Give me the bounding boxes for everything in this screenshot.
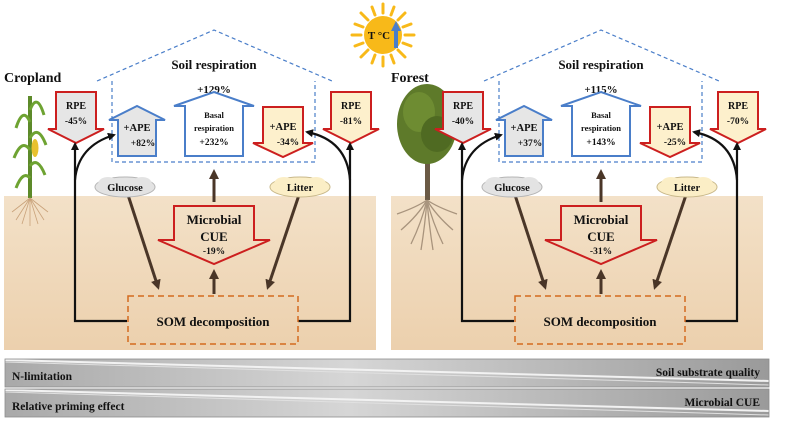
rpe-value: -40%	[452, 117, 474, 127]
ape-glucose-arrow: +APE +82%	[108, 104, 166, 157]
soil-respiration-title: Soil respiration	[171, 57, 257, 72]
ecosystem-label: Forest	[391, 71, 429, 86]
soil-background	[391, 196, 763, 350]
soil-respiration-title: Soil respiration	[558, 57, 644, 72]
panel-cropland: Cropland Soil respiration +129% RPE -45% RPE -…	[4, 29, 380, 350]
litter-to-som-arrow	[652, 194, 688, 290]
ape-value: +37%	[518, 139, 542, 149]
to-ape-litter-arrow	[305, 129, 352, 181]
ape-label: +APE	[124, 123, 151, 134]
to-ape-litter-arrow	[692, 129, 739, 181]
ape-value: +82%	[131, 139, 155, 149]
ape-value: -25%	[664, 138, 686, 148]
soil-respiration-boundary	[483, 29, 720, 163]
ecosystem-label: Cropland	[4, 71, 62, 86]
ape-label: +APE	[511, 123, 538, 134]
cue-label-line2: CUE	[587, 229, 614, 244]
rpe-label: RPE	[728, 101, 748, 112]
litter-to-som-arrow	[265, 194, 301, 290]
sun-temperature-icon: T °C	[350, 2, 416, 68]
cue-label-line2: CUE	[200, 229, 227, 244]
basal-respiration-arrow: Basal respiration +232%	[173, 90, 255, 157]
som-to-rpe-left-arrow	[458, 142, 514, 323]
ape-value: -34%	[277, 138, 299, 148]
rpe-left-arrow: RPE -40%	[434, 91, 492, 145]
soil-respiration-boundary	[96, 29, 333, 163]
glucose-label: Glucose	[107, 183, 143, 194]
rpe-label: RPE	[66, 101, 86, 112]
maize-plant-icon	[11, 96, 49, 226]
soil-background	[4, 196, 376, 350]
rpe-label: RPE	[341, 101, 361, 112]
cue-label-line1: Microbial	[187, 212, 242, 227]
ape-litter-arrow: +APE -25%	[639, 106, 701, 159]
glucose-cloud: Glucose	[481, 176, 543, 198]
feedback-arrows	[71, 129, 354, 323]
basal-respiration-arrow: Basal respiration +143%	[560, 90, 642, 157]
rpe-value: -81%	[340, 117, 362, 127]
litter-cloud: Litter	[269, 176, 331, 198]
som-label: SOM decomposition	[543, 314, 657, 329]
panel-forest: Forest Soil respiration +115% RPE -40% RPE -70…	[391, 29, 767, 350]
som-to-rpe-right-arrow	[298, 142, 354, 323]
rpe-right-arrow: RPE -81%	[322, 91, 380, 145]
ape-litter-arrow: +APE -34%	[252, 106, 314, 159]
priming-cue-bar: Relative priming effect Microbial CUE	[4, 388, 770, 418]
rpe-value: -70%	[727, 117, 749, 127]
cue-label-line1: Microbial	[574, 212, 629, 227]
som-to-rpe-left-arrow	[71, 142, 127, 323]
rpe-value: -45%	[65, 117, 87, 127]
carbon-flow-arrows	[126, 169, 301, 294]
basal-value: +232%	[199, 138, 228, 148]
basal-label-line2: respiration	[194, 123, 234, 133]
glucose-label: Glucose	[494, 183, 530, 194]
carbon-flow-arrows	[513, 169, 688, 294]
gradient-left-label: Relative priming effect	[12, 401, 125, 413]
som-label: SOM decomposition	[156, 314, 270, 329]
rpe-label: RPE	[453, 101, 473, 112]
glucose-to-som-arrow	[126, 194, 161, 290]
ape-glucose-arrow: +APE +37%	[495, 104, 553, 157]
gradient-right-label: Microbial CUE	[685, 397, 761, 409]
ape-label: +APE	[270, 122, 297, 133]
som-decomposition-box: SOM decomposition	[514, 295, 686, 345]
basal-label-line1: Basal	[204, 110, 224, 120]
basal-label-line2: respiration	[581, 123, 621, 133]
to-ape-glucose-arrow	[73, 132, 116, 181]
sun-label: T °C	[368, 30, 390, 42]
litter-label: Litter	[287, 183, 314, 194]
rpe-right-arrow: RPE -70%	[709, 91, 767, 145]
cue-value: -31%	[590, 247, 612, 257]
basal-label-line1: Basal	[591, 110, 611, 120]
gradient-left-label: N-limitation	[12, 371, 73, 383]
som-decomposition-box: SOM decomposition	[127, 295, 299, 345]
feedback-arrows	[458, 129, 741, 323]
temperature-up-arrow-icon	[391, 21, 401, 48]
cue-value: -19%	[203, 247, 225, 257]
to-ape-glucose-arrow	[460, 132, 503, 181]
glucose-to-som-arrow	[513, 194, 548, 290]
n-limitation-bar: N-limitation Soil substrate quality	[4, 358, 770, 388]
soil-respiration-value: +129%	[197, 84, 231, 96]
som-to-rpe-right-arrow	[685, 142, 741, 323]
basal-value: +143%	[586, 138, 615, 148]
gradient-right-label: Soil substrate quality	[656, 367, 760, 379]
rpe-left-arrow: RPE -45%	[47, 91, 105, 145]
soil-respiration-value: +115%	[584, 84, 617, 96]
glucose-cloud: Glucose	[94, 176, 156, 198]
litter-label: Litter	[674, 183, 701, 194]
litter-cloud: Litter	[656, 176, 718, 198]
ape-label: +APE	[657, 122, 684, 133]
